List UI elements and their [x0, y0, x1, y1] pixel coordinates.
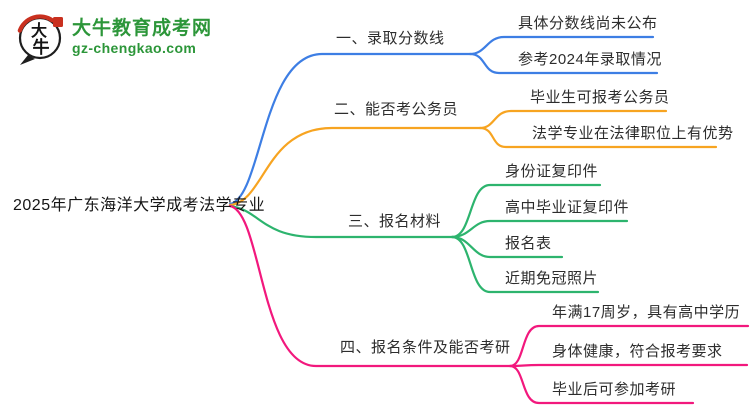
root-node-label: 2025年广东海洋大学成考法学专业 [13, 197, 266, 214]
branch-3-child-1-line [450, 183, 602, 239]
branch-1-child-2-line [468, 52, 659, 75]
logo-site-name: 大牛教育成考网 [72, 18, 213, 39]
branch-4-child-2-line [508, 363, 749, 368]
branch-1-child-1-label: 具体分数线尚未公布 [518, 15, 658, 32]
logo-text-block: 大牛教育成考网 gz-chengkao.com [72, 13, 212, 57]
logo-badge-icon: 大 牛 [17, 14, 63, 65]
branch-4-main-line [228, 204, 512, 368]
branch-3-child-3-label: 报名表 [505, 235, 552, 252]
branch-4-label: 四、报名条件及能否考研 [340, 339, 511, 356]
site-logo: 大 牛 大牛教育成考网 gz-chengkao.com [16, 13, 212, 65]
logo-char-bottom: 牛 [33, 37, 50, 57]
branch-3-child-4-line [450, 235, 600, 294]
branch-2-lines [228, 109, 718, 207]
branch-4-child-2-label: 身体健康，符合报考要求 [552, 343, 723, 360]
branch-3-child-2-label: 高中毕业证复印件 [505, 199, 630, 216]
branch-2-child-1-line [478, 109, 668, 130]
branch-2-child-2-line [478, 126, 718, 149]
branch-3-child-2-line [450, 219, 629, 239]
branch-4-child-1-label: 年满17周岁，具有高中学历 [552, 304, 741, 321]
branch-2-child-2-label: 法学专业在法律职位上有优势 [532, 125, 734, 142]
branch-1-main-line [228, 52, 472, 206]
branch-3-child-1-label: 身份证复印件 [505, 163, 599, 180]
branch-1-child-1-line [468, 35, 655, 56]
branch-4-child-3-line [508, 364, 695, 405]
branch-3-lines [228, 183, 629, 294]
branch-2-child-1-label: 毕业生可报考公务员 [530, 89, 670, 106]
logo-site-url: gz-chengkao.com [72, 40, 197, 56]
branch-1-child-2-label: 参考2024年录取情况 [518, 51, 662, 68]
branch-2-main-line [228, 126, 482, 207]
branch-4-child-1-line [508, 324, 750, 368]
branch-4-child-3-label: 毕业后可参加考研 [552, 381, 677, 398]
branch-3-main-line [228, 204, 454, 239]
logo-char-top: 大 [31, 21, 47, 40]
branch-1-label: 一、录取分数线 [336, 30, 445, 47]
logo-red-arc [17, 14, 55, 33]
logo-seal-stamp [53, 17, 63, 27]
branch-1-lines [228, 35, 659, 206]
logo-bubble-tail [20, 55, 35, 65]
branch-2-label: 二、能否考公务员 [334, 101, 459, 118]
branch-4-lines [228, 204, 750, 405]
branch-3-child-4-label: 近期免冠照片 [505, 270, 599, 287]
branch-3-label: 三、报名材料 [348, 213, 442, 230]
